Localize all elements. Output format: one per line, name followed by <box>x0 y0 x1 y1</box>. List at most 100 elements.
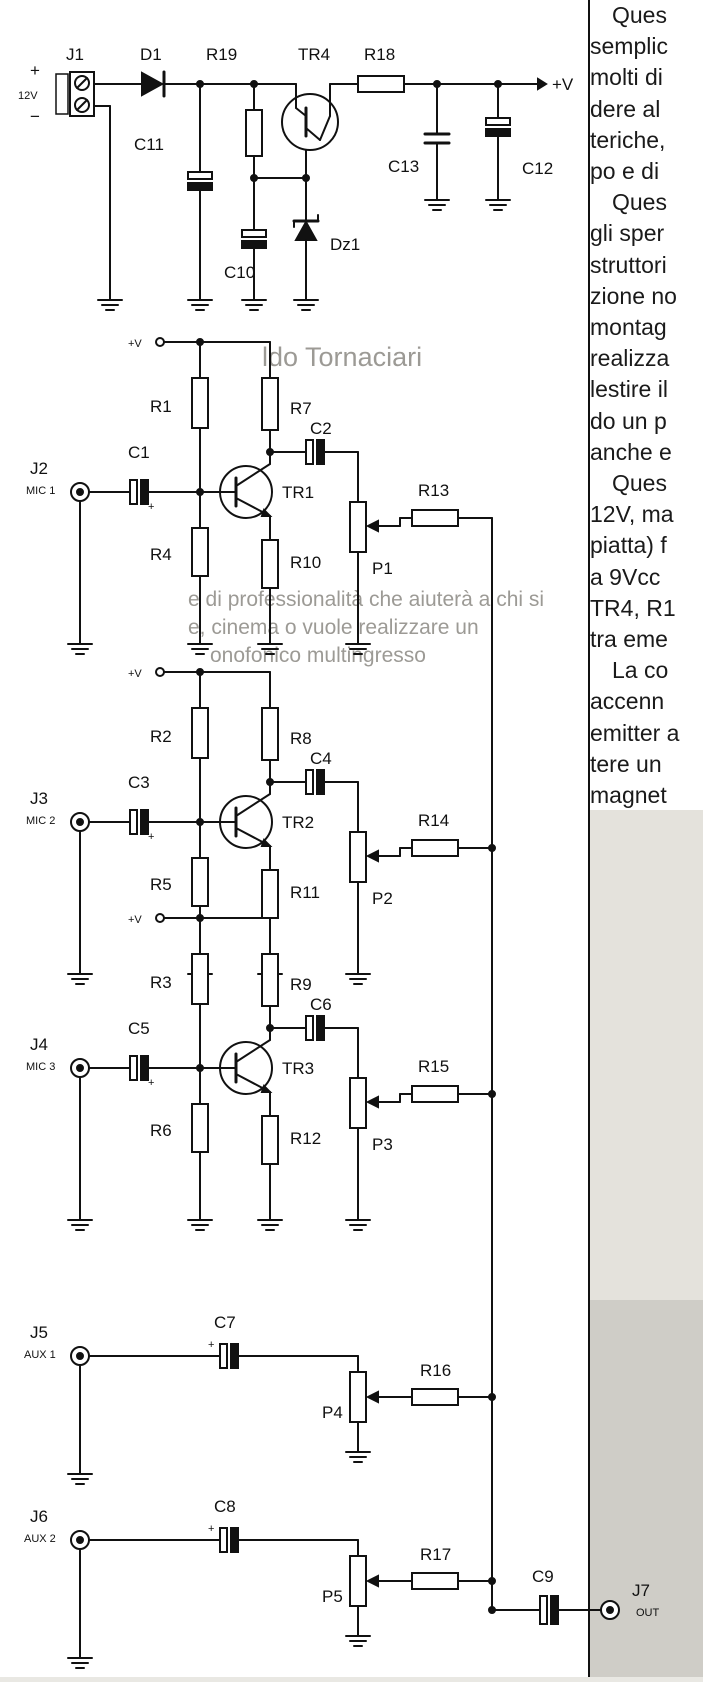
j1-minus-label: − <box>30 107 40 126</box>
article-line: emitter a <box>590 719 680 746</box>
mix-resistor-icon <box>411 1388 459 1406</box>
supply-terminal-icon <box>155 667 165 677</box>
c13-label: C13 <box>388 157 419 176</box>
potentiometer-icon <box>349 1555 367 1607</box>
capacitor-label: C1 <box>128 443 150 462</box>
resistor-label: R17 <box>420 1545 451 1564</box>
polarity-label: + <box>148 831 154 843</box>
c12-label: C12 <box>522 159 553 178</box>
r18-label: R18 <box>364 45 395 64</box>
schematic-panel: ldo Tornaciari e di professionalità che … <box>0 0 590 1677</box>
mix-resistor-icon <box>411 839 459 857</box>
resistor-label: R14 <box>418 811 449 830</box>
supply-terminal-icon <box>155 913 165 923</box>
article-line: Ques <box>612 2 667 28</box>
ground-icon <box>257 643 283 655</box>
input-label: AUX 1 <box>24 1349 56 1361</box>
output-rail-label: +V <box>552 75 574 94</box>
capacitor-label: C4 <box>310 749 332 768</box>
collector-resistor-icon <box>261 377 279 431</box>
resistor-label: R7 <box>290 399 312 418</box>
capacitor-label: C7 <box>214 1313 236 1332</box>
jack-label: J3 <box>30 789 48 808</box>
supply-label: +V <box>128 914 142 926</box>
potentiometer-label: P1 <box>372 559 393 578</box>
jack-label: J4 <box>30 1035 48 1054</box>
article-line: tra eme <box>590 626 668 653</box>
ground-icon <box>257 1219 283 1231</box>
article-line: struttori <box>590 251 667 278</box>
output-capacitor-icon <box>305 1015 314 1041</box>
aux-capacitor-icon <box>219 1527 228 1553</box>
input-capacitor-icon <box>129 809 138 835</box>
article-line: montag <box>590 314 667 341</box>
ground-icon <box>345 973 371 985</box>
output-capacitor-icon <box>305 439 314 465</box>
input-label: MIC 1 <box>26 485 55 497</box>
polarity-label: + <box>208 1339 214 1351</box>
article-line: zione no <box>590 282 677 309</box>
emitter-resistor-icon <box>261 539 279 589</box>
resistor-label: R13 <box>418 481 449 500</box>
jack-label: J2 <box>30 459 48 478</box>
mix-resistor-icon <box>411 1085 459 1103</box>
capacitor-label: C3 <box>128 773 150 792</box>
capacitor-label: C6 <box>310 995 332 1014</box>
article-line: realizza <box>590 345 670 372</box>
input-label: AUX 2 <box>24 1533 56 1545</box>
ground-icon <box>67 973 93 985</box>
ground-icon <box>67 1473 93 1485</box>
ground-icon <box>345 1219 371 1231</box>
article-line: teriche, <box>590 126 666 153</box>
output-arrow-icon <box>537 77 548 91</box>
j1-screw-icon <box>74 97 90 113</box>
input-label: MIC 2 <box>26 815 55 827</box>
article-line: accenn <box>590 688 665 715</box>
aux-capacitor-icon <box>219 1343 228 1369</box>
c10-label: C10 <box>224 263 255 282</box>
capacitor-label: C2 <box>310 419 332 438</box>
d1-diode-icon <box>141 71 165 97</box>
input-capacitor-icon <box>129 1055 138 1081</box>
article-line: TR4, R1 <box>590 594 676 621</box>
output-capacitor-icon <box>305 769 314 795</box>
resistor-label: R6 <box>150 1121 172 1140</box>
collector-resistor-icon <box>261 953 279 1007</box>
jack-label: J6 <box>30 1507 48 1526</box>
supply-label: +V <box>128 668 142 680</box>
article-line: molti di <box>590 64 663 91</box>
schematic-diagram: ldo Tornaciari e di professionalità che … <box>18 45 589 1669</box>
transistor-label: TR2 <box>282 813 314 832</box>
emitter-resistor-icon <box>261 869 279 919</box>
background-line: onofonico multingresso <box>210 644 426 667</box>
emitter-resistor-icon <box>261 1115 279 1165</box>
resistor-label: R4 <box>150 545 172 564</box>
transistor-label: TR3 <box>282 1059 314 1078</box>
j7-label: J7 <box>632 1581 650 1600</box>
j7-output-jack: J7 OUT <box>588 1581 660 1620</box>
potentiometer-icon <box>349 1077 367 1129</box>
article-line: magnet <box>590 782 667 809</box>
bias-resistor-icon <box>191 953 209 1005</box>
potentiometer-icon <box>349 1371 367 1423</box>
article-line: po e di <box>590 158 660 185</box>
ground-icon <box>67 1219 93 1231</box>
article-line: tere un <box>590 750 662 777</box>
resistor-label: R11 <box>290 883 320 902</box>
power-supply <box>55 70 548 301</box>
ground-icon <box>67 1657 93 1669</box>
capacitor-label: C8 <box>214 1497 236 1516</box>
ground-icon <box>187 1219 213 1231</box>
ground-symbols <box>97 199 511 311</box>
article-line: piatta) f <box>590 532 667 559</box>
ground-icon <box>187 643 213 655</box>
supply-label: +V <box>128 338 142 350</box>
article-line: anche e <box>590 438 672 465</box>
